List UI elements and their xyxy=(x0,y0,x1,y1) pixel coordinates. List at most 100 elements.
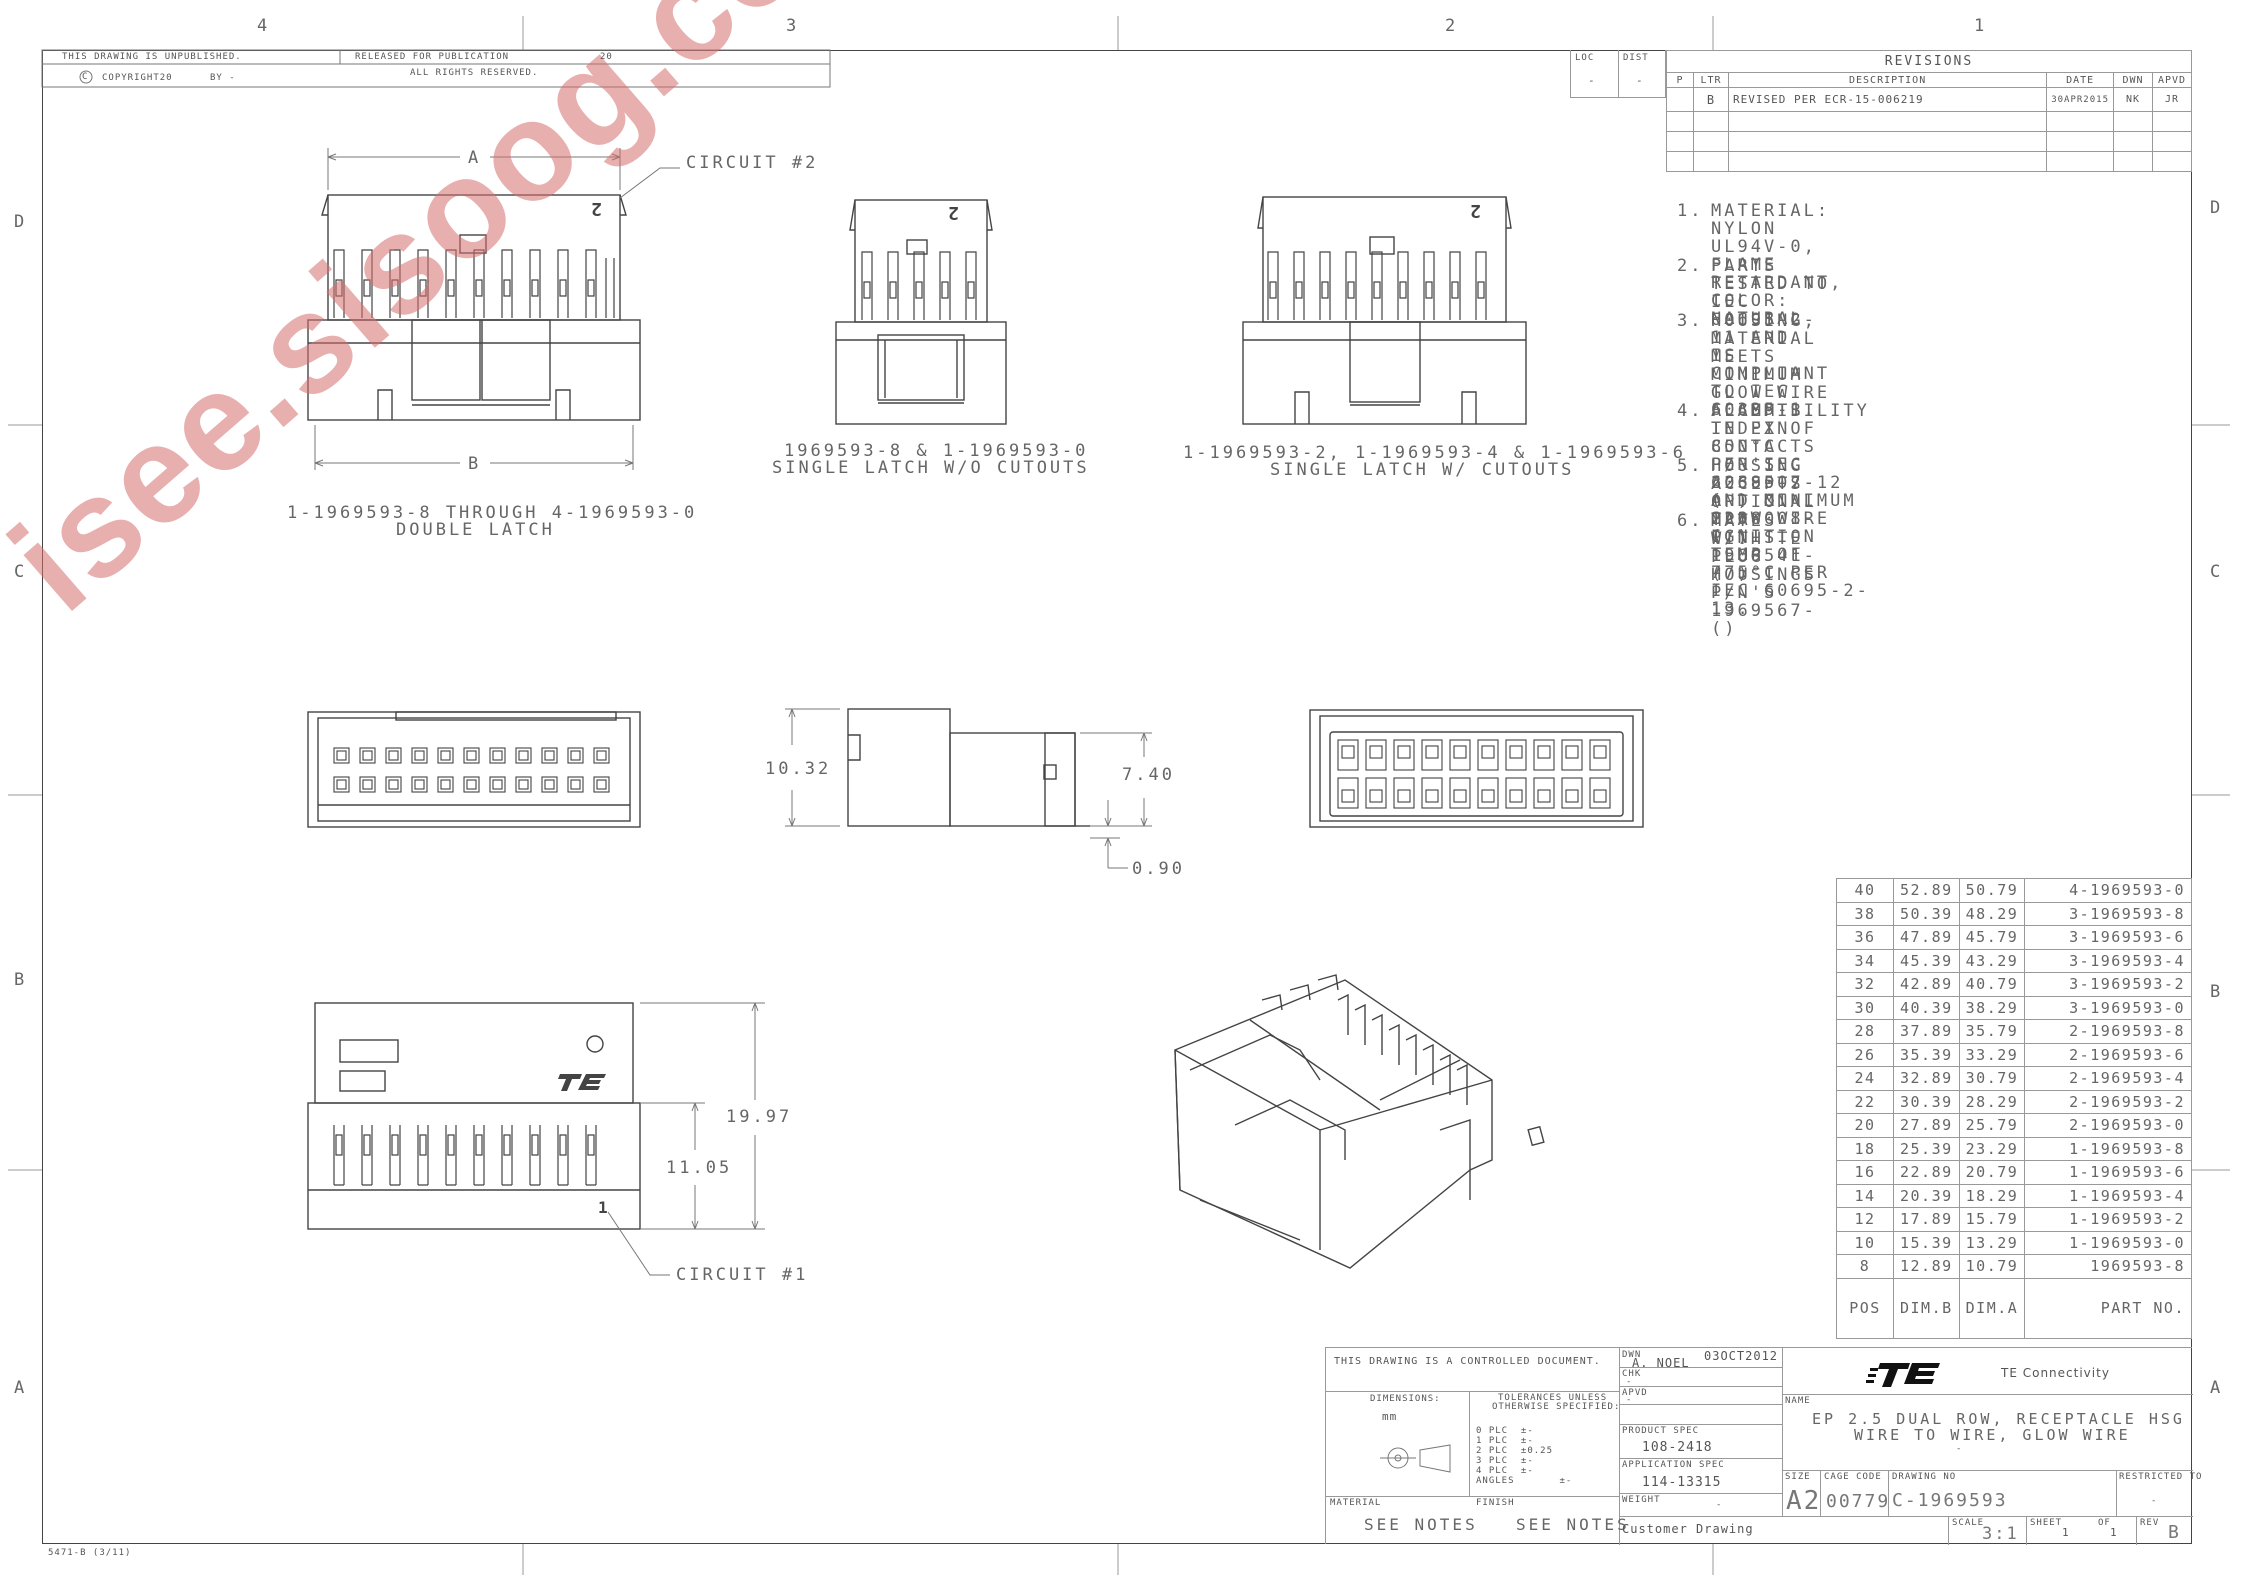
part-no-cell: 3-1969593-0 xyxy=(2024,995,2192,1020)
part-no-cell: 1-1969593-4 xyxy=(2024,1183,2192,1208)
dim-a-cell: 48.29 xyxy=(1958,901,2026,926)
pos-cell: 28 xyxy=(1836,1019,1894,1044)
rev-description: REVISED PER ECR-15-006219 xyxy=(1727,87,2048,112)
cage-label: CAGE CODE xyxy=(1824,1472,1882,1482)
zone-row-b-right: B xyxy=(2210,982,2221,1002)
circuit-1-label: CIRCUIT #1 xyxy=(676,1265,809,1285)
dim-a-cell: 45.79 xyxy=(1958,925,2026,950)
view-front-face-left xyxy=(307,711,641,828)
drawing-frame xyxy=(42,50,2192,1544)
dim-b-cell: 52.89 xyxy=(1893,878,1960,903)
weight-label: WEIGHT xyxy=(1622,1495,1661,1505)
view-single-latch-no-cutouts xyxy=(835,199,1007,425)
company-name: TE Connectivity xyxy=(2001,1366,2110,1380)
apvd-value: - xyxy=(1626,1395,1633,1405)
zone-row-d-left: D xyxy=(14,212,25,232)
sheet-label: SHEET xyxy=(2030,1518,2063,1528)
part-no-cell: 3-1969593-8 xyxy=(2024,901,2192,926)
zone-row-c-right: C xyxy=(2210,562,2221,582)
dim-a-cell: 15.79 xyxy=(1958,1207,2026,1232)
restricted-label: RESTRICTED TO xyxy=(2119,1472,2203,1482)
finish-label: FINISH xyxy=(1476,1498,1515,1508)
chk-label: CHK xyxy=(1622,1369,1642,1379)
loc-value: - xyxy=(1588,74,1596,87)
dim-b-cell: 37.89 xyxy=(1893,1019,1960,1044)
of-label: OF xyxy=(2098,1518,2111,1528)
product-spec-label: PRODUCT SPEC xyxy=(1622,1426,1700,1436)
sheet-value: 1 xyxy=(2062,1526,2070,1539)
circuit-2-label: CIRCUIT #2 xyxy=(686,153,819,173)
dim-b-cell: 42.89 xyxy=(1893,972,1960,997)
material-value: SEE NOTES xyxy=(1364,1515,1478,1534)
dim-a-cell: 30.79 xyxy=(1958,1066,2026,1091)
copyright-symbol: C xyxy=(82,72,89,82)
part-table-header-pos: POS xyxy=(1836,1277,1894,1339)
dim-19-97: 19.97 xyxy=(726,1107,793,1127)
rev-header-ltr: LTR xyxy=(1693,72,1729,88)
dim-a-cell: 25.79 xyxy=(1958,1113,2026,1138)
dim-a-cell: 28.29 xyxy=(1958,1089,2026,1114)
dim-a-cell: 23.29 xyxy=(1958,1136,2026,1161)
pin-1-mark: 1 xyxy=(598,1198,608,1217)
cage-value: 00779 xyxy=(1826,1491,1891,1512)
dim-b-cell: 12.89 xyxy=(1893,1254,1960,1279)
material-label: MATERIAL xyxy=(1330,1498,1382,1508)
dim-a-cell: 50.79 xyxy=(1958,878,2026,903)
pos-cell: 30 xyxy=(1836,995,1894,1020)
product-spec-value: 108-2418 xyxy=(1642,1440,1713,1455)
released-year: 20 xyxy=(600,52,613,62)
copyright-note: COPYRIGHT20 xyxy=(102,73,173,83)
zone-row-a-right: A xyxy=(2210,1378,2221,1398)
restricted-value: - xyxy=(2151,1496,2158,1506)
view-isometric xyxy=(1174,974,1545,1269)
revisions-title: REVISIONS xyxy=(1666,50,2192,73)
app-spec-label: APPLICATION SPEC xyxy=(1622,1460,1725,1470)
dim-b-cell: 35.39 xyxy=(1893,1042,1960,1067)
pos-cell: 8 xyxy=(1836,1254,1894,1279)
dim-a-cell: 10.79 xyxy=(1958,1254,2026,1279)
pin-2-mark-3: 2 xyxy=(1470,200,1481,221)
dim-0-90: 0.90 xyxy=(1132,859,1185,879)
pos-cell: 34 xyxy=(1836,948,1894,973)
dim-b-cell: 17.89 xyxy=(1893,1207,1960,1232)
dwn-value: A. NOEL xyxy=(1632,1356,1690,1370)
zone-col-1: 1 xyxy=(1974,16,1985,36)
revisions-table: REVISIONS P LTR DESCRIPTION DATE DWN APV… xyxy=(1666,50,2192,172)
rev-header-apvd: APVD xyxy=(2152,72,2192,88)
part-no-cell: 4-1969593-0 xyxy=(2024,878,2192,903)
released-note: RELEASED FOR PUBLICATION xyxy=(355,52,510,62)
app-spec-value: 114-13315 xyxy=(1642,1475,1722,1490)
dim-b-cell: 47.89 xyxy=(1893,925,1960,950)
pos-cell: 16 xyxy=(1836,1160,1894,1185)
zone-col-3: 3 xyxy=(786,16,797,36)
apvd-label: APVD xyxy=(1622,1388,1648,1398)
pos-cell: 26 xyxy=(1836,1042,1894,1067)
revision-row: B REVISED PER ECR-15-006219 30APR2015 NK… xyxy=(1666,87,2192,112)
tolerances-line1: TOLERANCES UNLESS xyxy=(1498,1393,1608,1403)
dim-a-cell: 38.29 xyxy=(1958,995,2026,1020)
rights-reserved: ALL RIGHTS RESERVED. xyxy=(410,68,539,78)
part-no-cell: 2-1969593-0 xyxy=(2024,1113,2192,1138)
drawing-no-value: C-1969593 xyxy=(1892,1490,2008,1511)
dim-a-cell: 35.79 xyxy=(1958,1019,2026,1044)
dwn-date: 03OCT2012 xyxy=(1704,1349,1779,1363)
name-line2: WIRE TO WIRE, GLOW WIRE xyxy=(1854,1426,2131,1444)
dimensions-value: mm xyxy=(1382,1410,1398,1423)
rev-value: B xyxy=(2168,1522,2179,1543)
rev-label: REV xyxy=(2140,1518,2160,1528)
view2-caption-line1: 1969593-8 & 1-1969593-0 xyxy=(784,441,1089,461)
view-single-latch-cutouts xyxy=(1242,196,1527,425)
part-table-header-dimb: DIM.B xyxy=(1893,1277,1960,1339)
chk-value: - xyxy=(1626,1377,1633,1387)
revision-block: LOC DIST - - REVISIONS P LTR DESCRIPTION… xyxy=(1570,50,2192,195)
